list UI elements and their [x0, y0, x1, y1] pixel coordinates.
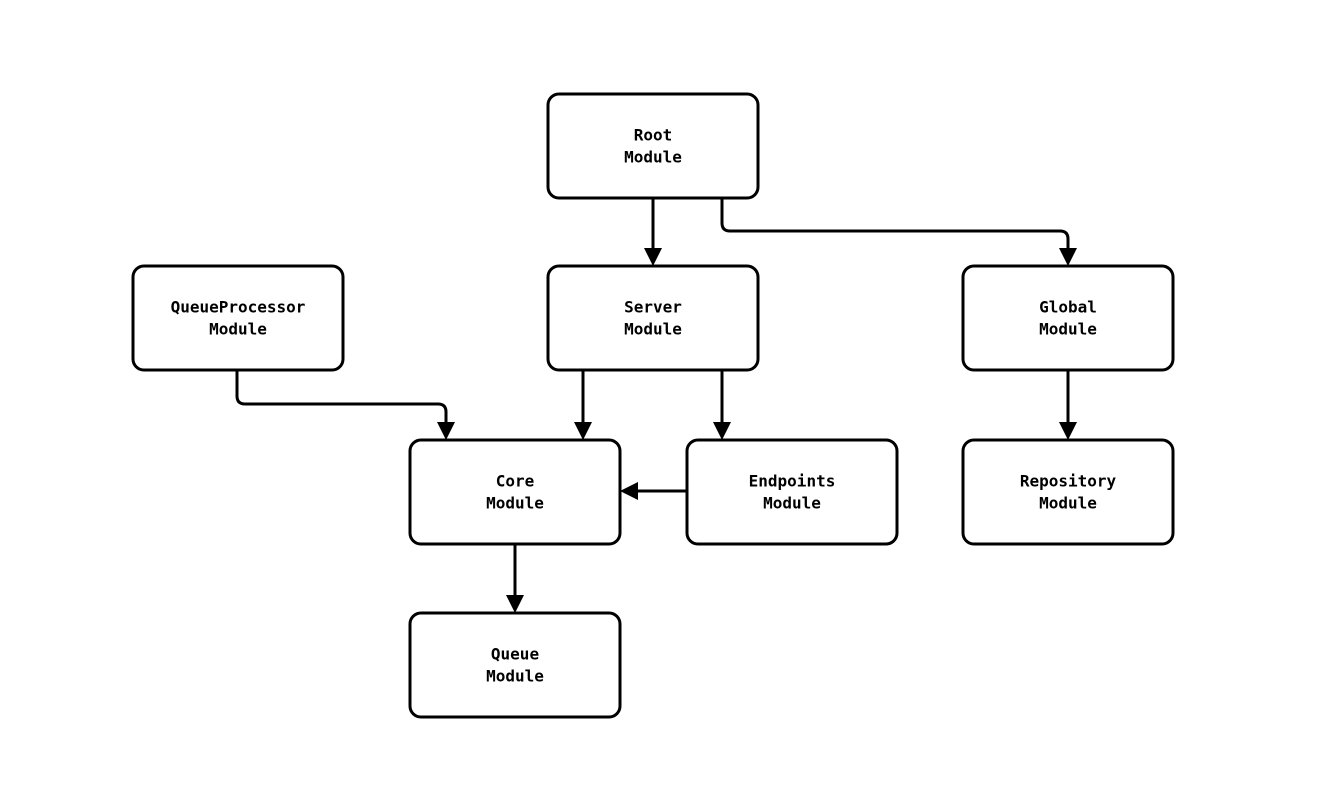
- edge-root-to-global-line: [720, 198, 1070, 250]
- node-core-module[interactable]: Core Module: [408, 438, 622, 546]
- edge-root-to-server: [644, 198, 662, 266]
- node-queueprocessor-module-box[interactable]: [131, 264, 345, 372]
- node-queueprocessor-module-label-line1: QueueProcessor: [171, 298, 306, 317]
- node-core-module-box[interactable]: [408, 438, 622, 546]
- edge-root-to-server-arrowhead: [644, 248, 662, 266]
- edge-server-to-endpoints-arrowhead: [713, 422, 731, 440]
- node-layer: Root Module QueueProcessor Module Server…: [131, 92, 1175, 719]
- edge-queueprocessor-to-core: [235, 370, 455, 440]
- edge-global-to-repository-arrowhead: [1059, 422, 1077, 440]
- node-endpoints-module-box[interactable]: [685, 438, 899, 546]
- node-global-module-label-line1: Global: [1039, 298, 1097, 317]
- node-queueprocessor-module[interactable]: QueueProcessor Module: [131, 264, 345, 372]
- edge-root-to-global-arrowhead: [1059, 248, 1077, 266]
- node-repository-module-label-line1: Repository: [1020, 472, 1117, 491]
- node-endpoints-module-label-line2: Module: [763, 494, 821, 513]
- node-queue-module-box[interactable]: [408, 611, 622, 719]
- node-server-module-label-line2: Module: [624, 320, 682, 339]
- node-endpoints-module[interactable]: Endpoints Module: [685, 438, 899, 546]
- edge-server-to-core-arrowhead: [574, 422, 592, 440]
- edge-core-to-queue: [506, 544, 524, 613]
- edge-root-to-global: [720, 198, 1077, 266]
- node-core-module-label-line1: Core: [496, 472, 535, 491]
- node-queue-module[interactable]: Queue Module: [408, 611, 622, 719]
- node-root-module-label-line2: Module: [624, 148, 682, 167]
- node-queue-module-label-line2: Module: [486, 667, 544, 686]
- edge-server-to-endpoints: [713, 370, 731, 440]
- node-server-module-label-line1: Server: [624, 298, 682, 317]
- edge-global-to-repository: [1059, 370, 1077, 440]
- node-repository-module[interactable]: Repository Module: [961, 438, 1175, 546]
- node-queueprocessor-module-label-line2: Module: [209, 320, 267, 339]
- edge-queueprocessor-to-core-arrowhead: [437, 422, 455, 440]
- edge-layer: [235, 198, 1077, 613]
- edge-server-to-core: [574, 370, 592, 440]
- node-root-module-box[interactable]: [546, 92, 760, 200]
- node-root-module[interactable]: Root Module: [546, 92, 760, 200]
- node-repository-module-box[interactable]: [961, 438, 1175, 546]
- node-server-module-box[interactable]: [546, 264, 760, 372]
- node-endpoints-module-label-line1: Endpoints: [749, 472, 836, 491]
- edge-endpoints-to-core: [620, 482, 687, 500]
- node-server-module[interactable]: Server Module: [546, 264, 760, 372]
- node-global-module[interactable]: Global Module: [961, 264, 1175, 372]
- edge-endpoints-to-core-arrowhead: [620, 482, 638, 500]
- node-repository-module-label-line2: Module: [1039, 494, 1097, 513]
- node-root-module-label-line1: Root: [634, 126, 673, 145]
- node-global-module-label-line2: Module: [1039, 320, 1097, 339]
- node-core-module-label-line2: Module: [486, 494, 544, 513]
- node-global-module-box[interactable]: [961, 264, 1175, 372]
- edge-core-to-queue-arrowhead: [506, 595, 524, 613]
- edge-queueprocessor-to-core-line: [235, 370, 448, 424]
- node-queue-module-label-line1: Queue: [491, 645, 539, 664]
